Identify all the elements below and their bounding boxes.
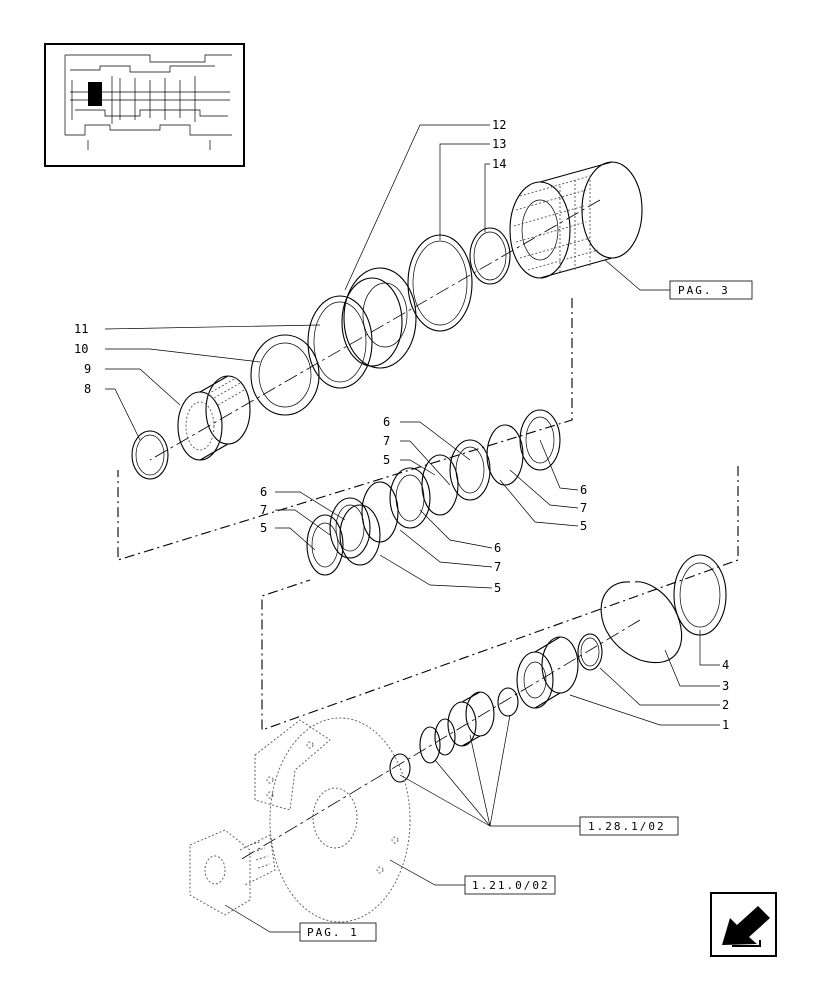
ref-1-28-1-02[interactable]: 1.28.1/02 — [579, 816, 679, 836]
callout-10: 10 — [74, 342, 88, 356]
callout-5-left: 5 — [260, 521, 267, 535]
callout-7-left: 7 — [260, 503, 267, 517]
callout-8: 8 — [84, 382, 91, 396]
callout-6-bottom: 6 — [494, 541, 501, 555]
callout-7-top: 7 — [383, 434, 390, 448]
svg-text:1.28.1/02: 1.28.1/02 — [588, 820, 666, 833]
gear-ring-4 — [673, 554, 727, 636]
leader-lines — [104, 124, 720, 933]
callout-4: 4 — [722, 658, 729, 672]
svg-text:PAG. 3: PAG. 3 — [678, 284, 730, 297]
callout-6-top: 6 — [383, 415, 390, 429]
piston-12 — [341, 267, 417, 369]
circlip-3 — [600, 581, 683, 664]
ring-10 — [250, 334, 320, 416]
transmission-locator-icon[interactable] — [44, 43, 245, 167]
callout-13: 13 — [492, 137, 506, 151]
callout-5-right: 5 — [580, 519, 587, 533]
callout-14: 14 — [492, 157, 506, 171]
washer-2 — [577, 633, 603, 671]
ref-1-21-0-02[interactable]: 1.21.0/02 — [464, 875, 556, 895]
gear-parts-1-28 — [389, 687, 519, 783]
housing-1-21 — [254, 717, 411, 923]
callout-1: 1 — [722, 718, 729, 732]
callout-7-right: 7 — [580, 501, 587, 515]
ring-11 — [307, 295, 373, 389]
callout-6-left: 6 — [260, 485, 267, 499]
snap-ring-8 — [131, 430, 169, 480]
back-arrow-icon[interactable] — [710, 892, 777, 957]
callout-9: 9 — [84, 362, 91, 376]
callout-3: 3 — [722, 679, 729, 693]
roller-bearing-drum — [509, 161, 643, 279]
snap-ring-14 — [469, 227, 511, 285]
callout-11: 11 — [74, 322, 88, 336]
callout-5-top: 5 — [383, 453, 390, 467]
shaft-flange-pag1 — [189, 829, 276, 916]
callout-6-right: 6 — [580, 483, 587, 497]
seal-ring-13 — [407, 234, 473, 332]
callout-2: 2 — [722, 698, 729, 712]
svg-text:PAG. 1: PAG. 1 — [307, 926, 359, 939]
callout-7-bottom: 7 — [494, 560, 501, 574]
hub-1 — [516, 636, 579, 709]
callout-12: 12 — [492, 118, 506, 132]
clutch-disc-stack — [306, 409, 561, 576]
splined-hub-9 — [177, 375, 251, 461]
callout-labels: 12 13 14 11 10 9 8 6 7 5 6 7 5 6 7 5 6 7… — [74, 118, 729, 732]
callout-5-bottom: 5 — [494, 581, 501, 595]
svg-text:1.21.0/02: 1.21.0/02 — [472, 879, 550, 892]
ref-pag-1[interactable]: PAG. 1 — [299, 922, 377, 942]
ref-pag-3[interactable]: PAG. 3 — [669, 280, 753, 300]
